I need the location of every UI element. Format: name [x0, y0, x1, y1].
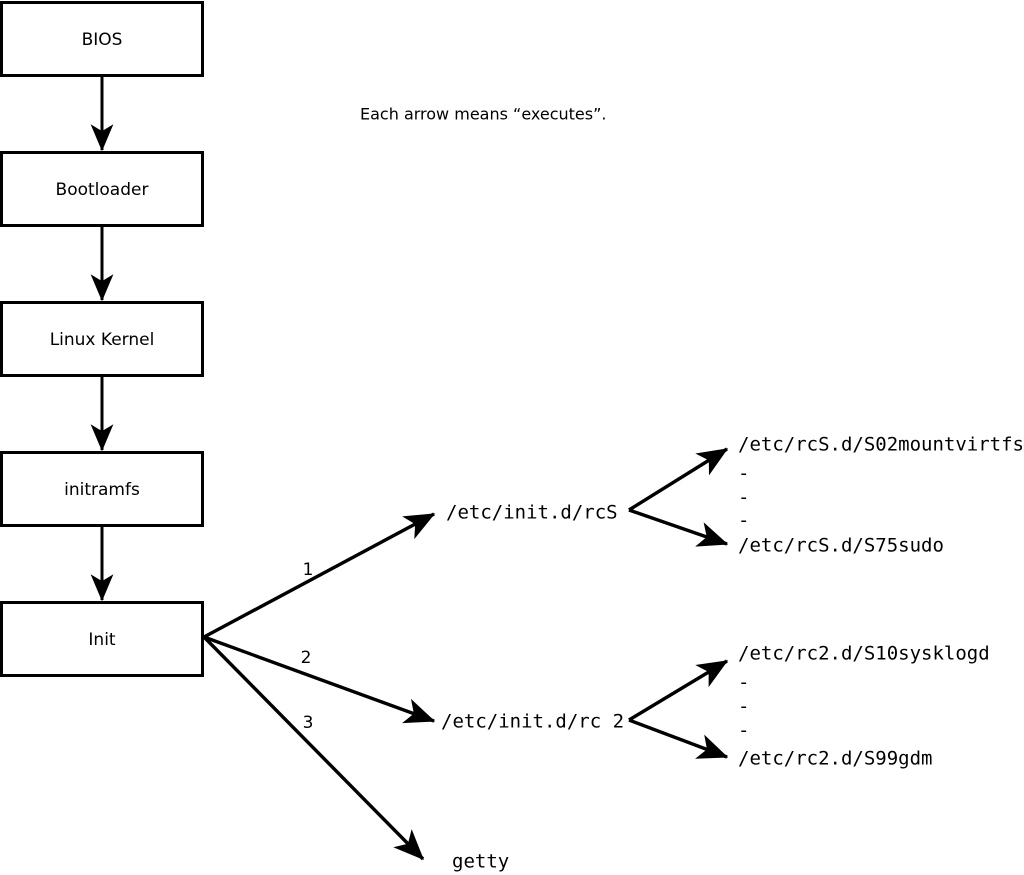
node-linux-kernel-label: Linux Kernel: [50, 330, 155, 350]
rcS-fanout: /etc/rcS.d/S02mountvirtfs - - - /etc/rcS…: [628, 434, 1024, 557]
arrow-init-to-getty: [202, 635, 425, 861]
node-initramfs: initramfs: [0, 451, 204, 527]
node-linux-kernel-rect: [0, 301, 204, 377]
arrow-number-1: 1: [303, 560, 314, 580]
node-bios: BIOS: [0, 1, 204, 77]
legend-note: Each arrow means “executes”.: [360, 105, 606, 124]
node-init: Init: [0, 601, 204, 677]
arrow-rcS-to-first-script: [628, 447, 729, 512]
node-bootloader-rect: [0, 151, 204, 227]
node-bios-label: BIOS: [82, 30, 123, 50]
arrow-number-3: 3: [303, 713, 314, 733]
rc2-ellipsis-dash-2: -: [738, 696, 749, 718]
init-branch-labels: /etc/init.d/rcS /etc/init.d/rc 2 getty: [441, 502, 624, 873]
rcS-script-last: /etc/rcS.d/S75sudo: [738, 535, 944, 557]
rc2-script-last: /etc/rc2.d/S99gdm: [738, 748, 932, 770]
rc2-ellipsis-dash-3: -: [738, 720, 749, 742]
node-init-rect: [0, 601, 204, 677]
arrow-init-to-rc2: [203, 635, 436, 724]
rc2-ellipsis-dash-1: -: [738, 672, 749, 694]
node-initramfs-rect: [0, 451, 204, 527]
arrow-init-to-rcS: [203, 512, 436, 639]
node-init-label: Init: [88, 630, 116, 650]
node-linux-kernel: Linux Kernel: [0, 301, 204, 377]
node-initramfs-label: initramfs: [64, 480, 140, 500]
rc2-fanout: /etc/rc2.d/S10sysklogd - - - /etc/rc2.d/…: [628, 643, 990, 770]
node-bios-rect: [0, 1, 204, 77]
rc2-script-first: /etc/rc2.d/S10sysklogd: [738, 643, 990, 665]
node-etc-initd-rcS: /etc/init.d/rcS: [446, 502, 618, 524]
init-fanout-arrows: [202, 512, 436, 861]
node-bootloader-label: Bootloader: [56, 180, 149, 200]
node-getty: getty: [452, 851, 509, 873]
node-bootloader: Bootloader: [0, 151, 204, 227]
rcS-ellipsis-dash-3: -: [738, 510, 749, 532]
node-etc-initd-rc2: /etc/init.d/rc 2: [441, 711, 624, 733]
init-fanout-numbers: 1 2 3: [301, 560, 314, 733]
rcS-script-first: /etc/rcS.d/S02mountvirtfs: [738, 434, 1024, 456]
arrow-rc2-to-first-script: [628, 659, 729, 722]
arrow-number-2: 2: [301, 648, 312, 668]
rcS-ellipsis-dash-2: -: [738, 487, 749, 509]
arrow-rc2-to-last-script: [628, 718, 729, 759]
boot-chain-column: BIOS Bootloader Linux Kernel initramfs I…: [0, 1, 204, 677]
arrow-rcS-to-last-script: [628, 508, 729, 547]
rcS-ellipsis-dash-1: -: [738, 463, 749, 485]
